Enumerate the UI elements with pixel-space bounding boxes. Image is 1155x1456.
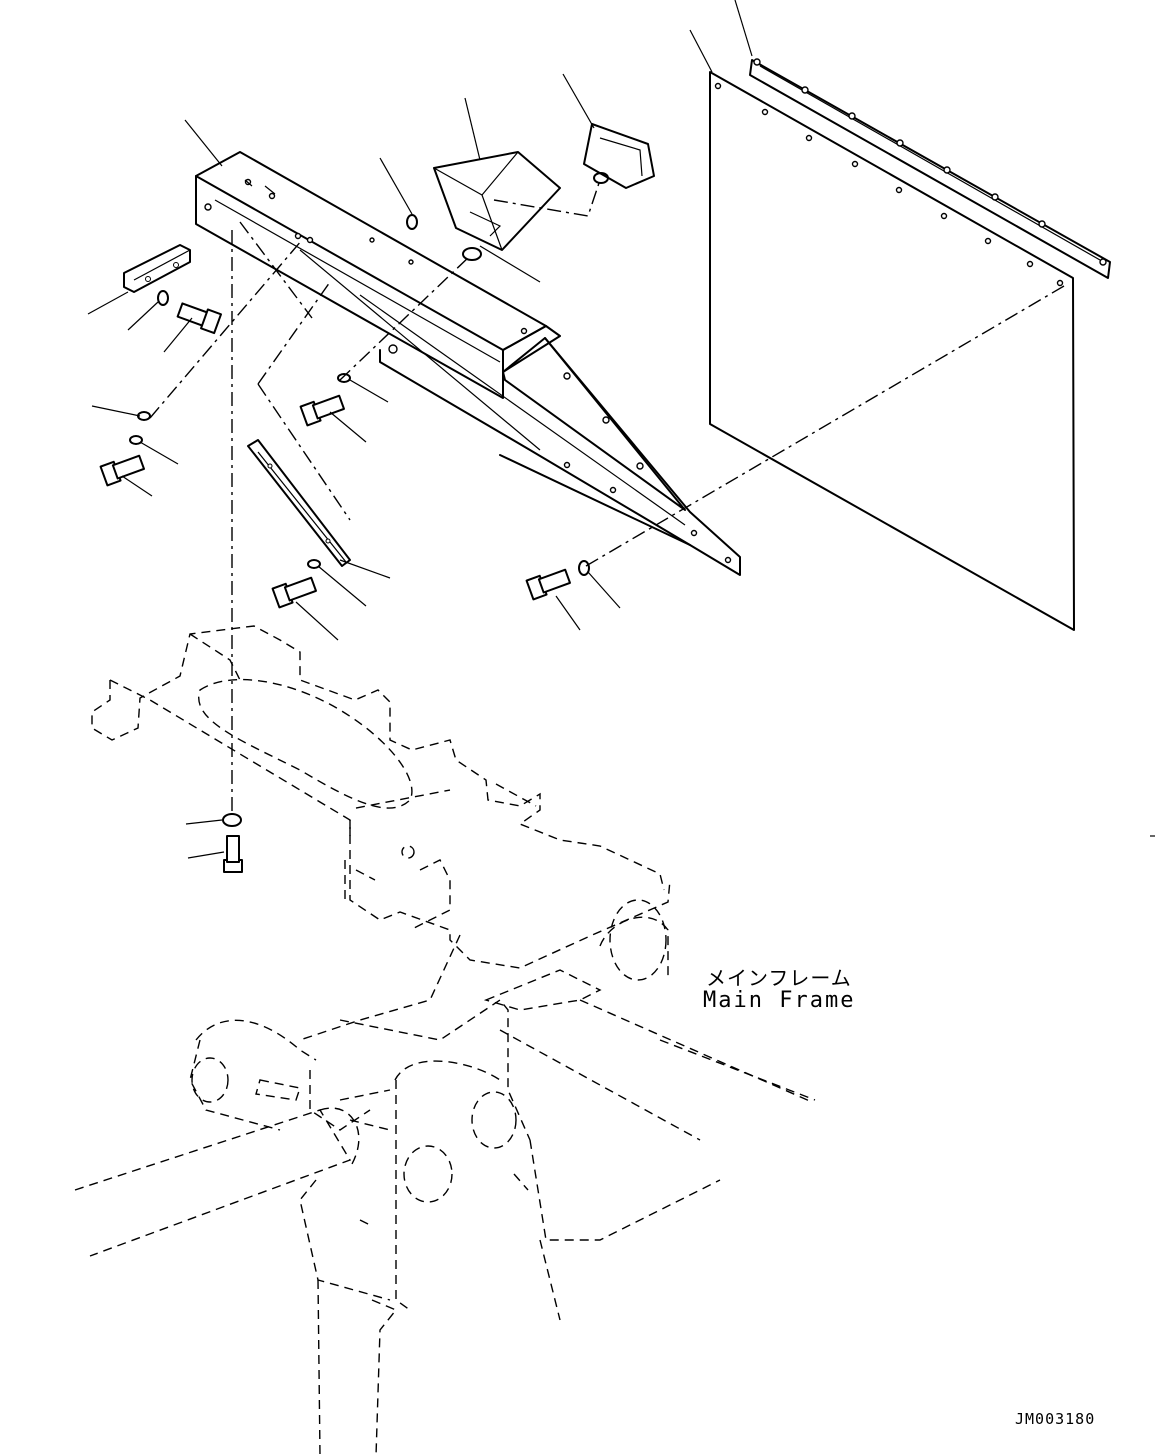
lamp-bracket: [433, 151, 561, 251]
washers: [129, 290, 590, 827]
drawing-id: JM003180: [1015, 1410, 1096, 1428]
strip-bracket: [247, 439, 351, 567]
main-frame-label-jp: メインフレーム: [706, 966, 852, 990]
mud-guard-bracket: [195, 151, 741, 576]
lamp: [583, 123, 655, 189]
leader-lines: [87, 0, 753, 859]
main-frame-label-en: Main Frame: [703, 988, 856, 1013]
mud-flap: [709, 58, 1111, 631]
grommet: [406, 214, 482, 261]
alignment-lines: [149, 179, 1065, 812]
main-frame: [74, 625, 816, 1456]
bolts: [99, 302, 571, 873]
angle-bracket-left: [123, 244, 191, 293]
